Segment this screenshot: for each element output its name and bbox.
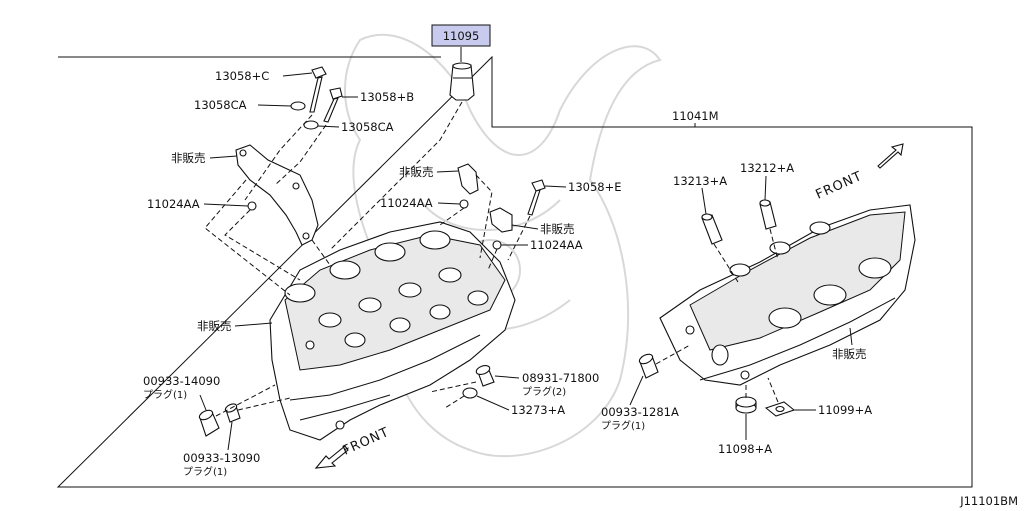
label-13058c[interactable]: 13058+C bbox=[215, 69, 269, 83]
label-not-sold-1[interactable]: 非販売 bbox=[171, 151, 206, 165]
plug-00933-14090 bbox=[198, 409, 220, 437]
stud-11024aa-3 bbox=[492, 240, 502, 250]
label-plug-1a: プラグ(1) bbox=[143, 388, 187, 401]
label-not-sold-2[interactable]: 非販売 bbox=[399, 165, 434, 179]
label-13058b[interactable]: 13058+B bbox=[360, 90, 414, 104]
label-plug-2: プラグ(2) bbox=[522, 385, 566, 398]
plug-08931-71800 bbox=[475, 364, 495, 387]
label-00933-1281a[interactable]: 00933-1281A bbox=[601, 405, 679, 419]
plug-00933-1281a bbox=[638, 353, 659, 379]
bolt-13058c bbox=[309, 66, 327, 113]
front-arrow-right bbox=[877, 143, 904, 169]
label-08931-71800[interactable]: 08931-71800 bbox=[522, 371, 599, 385]
stud-11024aa-2 bbox=[459, 199, 469, 209]
bracket-mid-bottom bbox=[489, 207, 513, 233]
label-not-sold-4[interactable]: 非販売 bbox=[197, 319, 232, 333]
label-13058e[interactable]: 13058+E bbox=[568, 180, 622, 194]
label-11024aa-2[interactable]: 11024AA bbox=[380, 196, 433, 210]
sleeve-11095 bbox=[449, 62, 475, 101]
label-not-sold-3[interactable]: 非販売 bbox=[540, 222, 575, 236]
seal-11099a bbox=[764, 401, 796, 417]
part-11095-label[interactable]: 11095 bbox=[443, 29, 480, 43]
dowel-13212a bbox=[759, 199, 777, 230]
label-13058ca-1[interactable]: 13058CA bbox=[194, 98, 247, 112]
label-11099a[interactable]: 11099+A bbox=[818, 403, 872, 417]
drawing-code: J11101BM bbox=[959, 494, 1018, 508]
label-not-sold-5[interactable]: 非販売 bbox=[832, 347, 867, 361]
label-plug-1b: プラグ(1) bbox=[601, 419, 645, 432]
cylinder-head-left bbox=[269, 221, 516, 441]
label-11041m[interactable]: 11041M bbox=[672, 109, 719, 123]
dowel-13213a bbox=[701, 213, 723, 245]
bracket-left bbox=[235, 144, 319, 246]
cylinder-head-right bbox=[659, 204, 916, 386]
label-11024aa-3[interactable]: 11024AA bbox=[530, 238, 583, 252]
part-11095-callout[interactable]: 11095 bbox=[431, 24, 491, 47]
stud-11024aa-1 bbox=[247, 201, 257, 211]
label-11098a[interactable]: 11098+A bbox=[718, 442, 772, 456]
plug-00933-13090 bbox=[224, 403, 241, 423]
label-front-right: FRONT bbox=[814, 169, 865, 203]
front-arrow-left bbox=[314, 445, 349, 469]
label-00933-13090[interactable]: 00933-13090 bbox=[183, 451, 260, 465]
seal-11098a bbox=[735, 396, 757, 414]
label-13058ca-2[interactable]: 13058CA bbox=[341, 120, 394, 134]
bracket-mid-top bbox=[457, 163, 479, 195]
bolt-13058b bbox=[323, 87, 343, 123]
label-13213a[interactable]: 13213+A bbox=[673, 174, 727, 188]
label-00933-14090[interactable]: 00933-14090 bbox=[143, 374, 220, 388]
washer-13058ca-1 bbox=[290, 101, 306, 111]
label-13212a[interactable]: 13212+A bbox=[740, 161, 794, 175]
label-plug-1c: プラグ(1) bbox=[183, 465, 227, 478]
label-front-left: FRONT bbox=[341, 425, 392, 459]
label-13273a[interactable]: 13273+A bbox=[511, 403, 565, 417]
label-11024aa-1[interactable]: 11024AA bbox=[147, 197, 200, 211]
oring-13273a bbox=[462, 387, 478, 399]
washer-13058ca-2 bbox=[303, 120, 319, 130]
bolt-13058e bbox=[527, 179, 546, 216]
assembly-frame bbox=[56, 55, 973, 488]
